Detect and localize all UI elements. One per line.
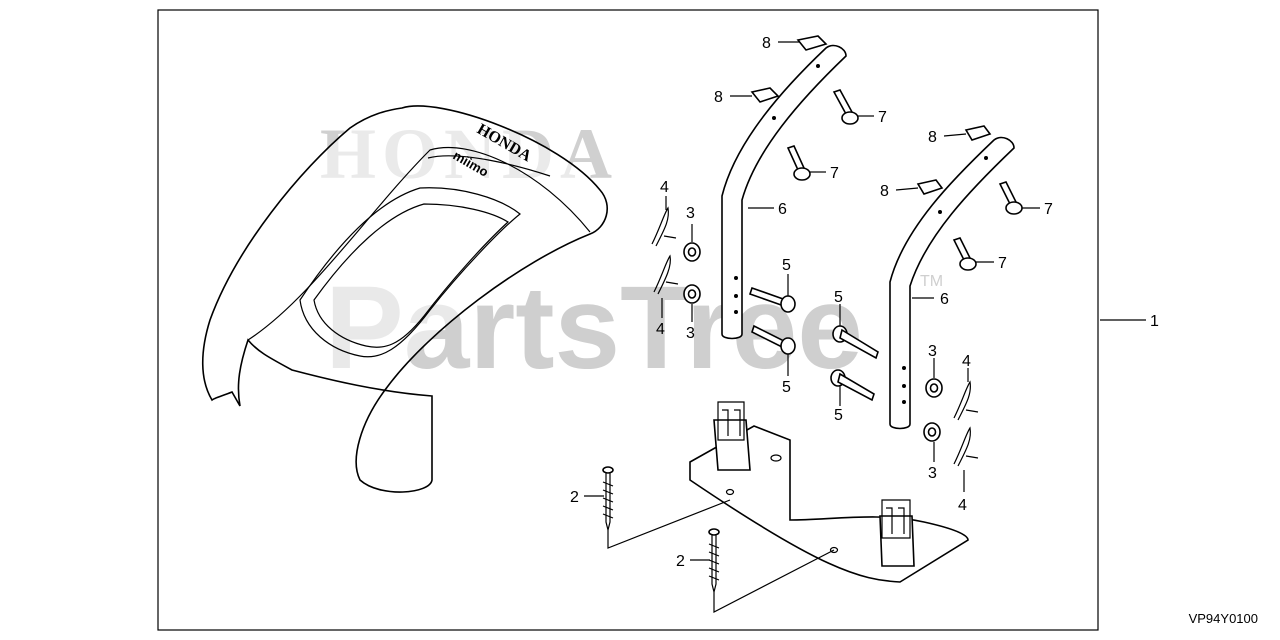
callout-7: 7 (998, 255, 1007, 272)
hairpin-4-c (953, 380, 979, 421)
callout-6: 6 (940, 291, 949, 308)
callout-5: 5 (834, 407, 843, 424)
callout-8: 8 (714, 89, 723, 106)
hairpin-4-b (653, 254, 679, 295)
callout-6: 6 (778, 201, 787, 218)
callout-2: 2 (570, 489, 579, 506)
callout-4: 4 (656, 321, 665, 338)
callout-3: 3 (928, 465, 937, 482)
leader-lines (584, 41, 1146, 613)
callouts: 1 2 2 3 3 3 3 4 4 4 4 5 5 5 5 6 6 7 7 7 … (570, 35, 1159, 570)
bolt-7-b (786, 145, 811, 181)
bolt-7-d (952, 237, 977, 271)
callout-3: 3 (928, 343, 937, 360)
callout-5: 5 (782, 257, 791, 274)
pin-5-d (830, 369, 875, 402)
clip-8-a (796, 35, 828, 51)
bumper-bar-left (721, 44, 847, 340)
hairpin-4-d (953, 426, 979, 467)
callout-4: 4 (962, 353, 971, 370)
callout-7: 7 (830, 165, 839, 182)
callout-8: 8 (762, 35, 771, 52)
diagram-frame (157, 9, 1099, 631)
bolt-7-c (998, 181, 1023, 215)
callout-1: 1 (1150, 313, 1159, 330)
bolt-7-a (832, 89, 859, 125)
bumper-bar-right (889, 136, 1015, 430)
callout-2: 2 (676, 553, 685, 570)
screw-2-a (602, 466, 614, 531)
pin-5-a (748, 286, 796, 313)
callout-7: 7 (878, 109, 887, 126)
washer-3-d (923, 422, 941, 442)
callout-5: 5 (782, 379, 791, 396)
base-plate (689, 401, 969, 583)
callout-7: 7 (1044, 201, 1053, 218)
diagram-code: VP94Y0100 (1188, 611, 1258, 626)
callout-5: 5 (834, 289, 843, 306)
washer-3-b (683, 284, 701, 304)
callout-4: 4 (958, 497, 967, 514)
pin-5-c (832, 325, 879, 360)
watermark-trademark: TM (920, 273, 943, 290)
callout-8: 8 (928, 129, 937, 146)
clip-8-c (964, 125, 992, 141)
clip-8-d (916, 179, 944, 195)
hairpin-4-a (651, 206, 677, 247)
callout-3: 3 (686, 325, 695, 342)
callout-3: 3 (686, 205, 695, 222)
screw-2-b (708, 528, 720, 593)
callout-8: 8 (880, 183, 889, 200)
callout-4: 4 (660, 179, 669, 196)
washer-3-a (683, 242, 701, 262)
body-cover: HONDA miimo (201, 105, 609, 493)
washer-3-c (925, 378, 943, 398)
clip-8-b (750, 87, 780, 103)
